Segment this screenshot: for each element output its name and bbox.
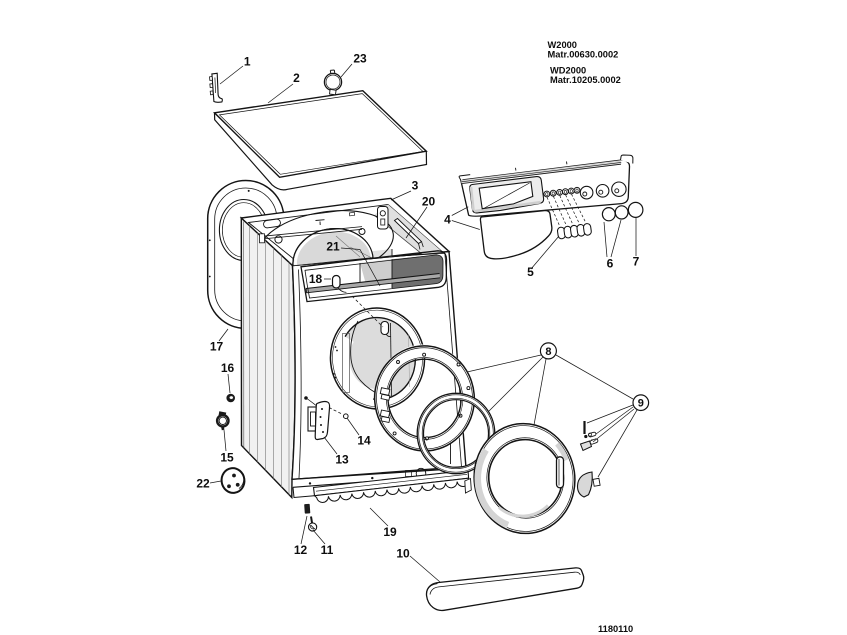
svg-text:4: 4 (444, 213, 451, 227)
svg-text:9: 9 (638, 398, 644, 410)
svg-text:21: 21 (326, 240, 340, 254)
svg-text:6: 6 (607, 257, 614, 271)
svg-text:Matr.10205.0002: Matr.10205.0002 (550, 75, 621, 85)
svg-text:8: 8 (545, 346, 551, 358)
svg-text:23: 23 (353, 52, 367, 66)
svg-text:Matr.00630.0002: Matr.00630.0002 (548, 50, 619, 60)
svg-text:11: 11 (321, 543, 334, 557)
svg-text:20: 20 (422, 195, 436, 209)
svg-text:13: 13 (335, 453, 349, 467)
svg-text:12: 12 (294, 543, 308, 557)
svg-text:22: 22 (196, 477, 210, 491)
svg-text:1180110: 1180110 (598, 624, 633, 634)
svg-text:16: 16 (221, 361, 235, 375)
svg-text:7: 7 (633, 255, 640, 269)
svg-text:2: 2 (293, 71, 300, 85)
svg-text:17: 17 (210, 340, 224, 354)
svg-text:10: 10 (396, 547, 410, 561)
svg-text:19: 19 (383, 525, 397, 539)
svg-text:15: 15 (220, 451, 234, 465)
svg-text:5: 5 (527, 265, 534, 279)
svg-text:1: 1 (244, 55, 251, 69)
svg-text:W2000: W2000 (548, 40, 577, 50)
svg-text:14: 14 (357, 434, 371, 448)
svg-text:WD2000: WD2000 (550, 66, 586, 76)
svg-text:3: 3 (412, 179, 419, 193)
svg-text:18: 18 (309, 272, 323, 286)
